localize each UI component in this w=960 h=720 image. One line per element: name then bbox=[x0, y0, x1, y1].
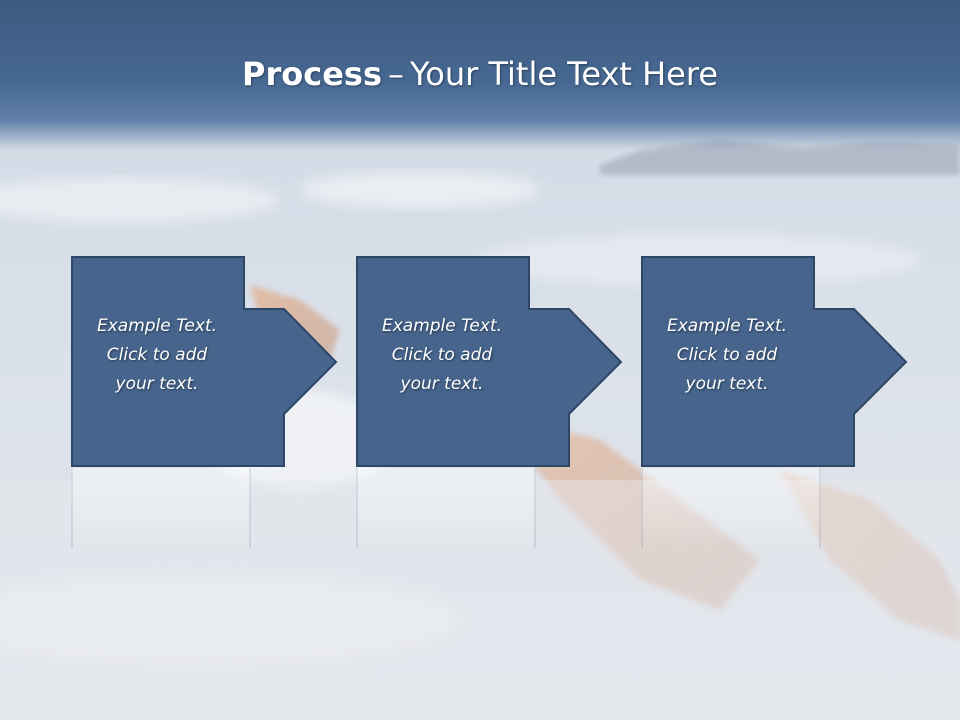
right-arrow-icon bbox=[71, 256, 338, 467]
step-3-reflection bbox=[641, 468, 821, 548]
process-step-3-label: Example Text. Click to add your text. bbox=[666, 316, 788, 394]
title-text: Your Title Text Here bbox=[409, 55, 718, 93]
step-2-reflection bbox=[356, 468, 536, 548]
step-1-reflection bbox=[71, 468, 251, 548]
process-step-1-label: Example Text. Click to add your text. bbox=[96, 316, 218, 394]
process-step-2[interactable]: Example Text. Click to add your text. bbox=[356, 256, 628, 468]
title-separator: – bbox=[387, 55, 404, 93]
page-title[interactable]: Process–Your Title Text Here bbox=[0, 52, 960, 96]
process-step-1[interactable]: Example Text. Click to add your text. bbox=[71, 256, 343, 468]
process-step-2-label: Example Text. Click to add your text. bbox=[381, 316, 503, 394]
process-step-3[interactable]: Example Text. Click to add your text. bbox=[641, 256, 913, 468]
right-arrow-icon bbox=[641, 256, 908, 467]
title-bold-part: Process bbox=[242, 55, 382, 93]
title-band bbox=[0, 0, 960, 150]
right-arrow-icon bbox=[356, 256, 623, 467]
